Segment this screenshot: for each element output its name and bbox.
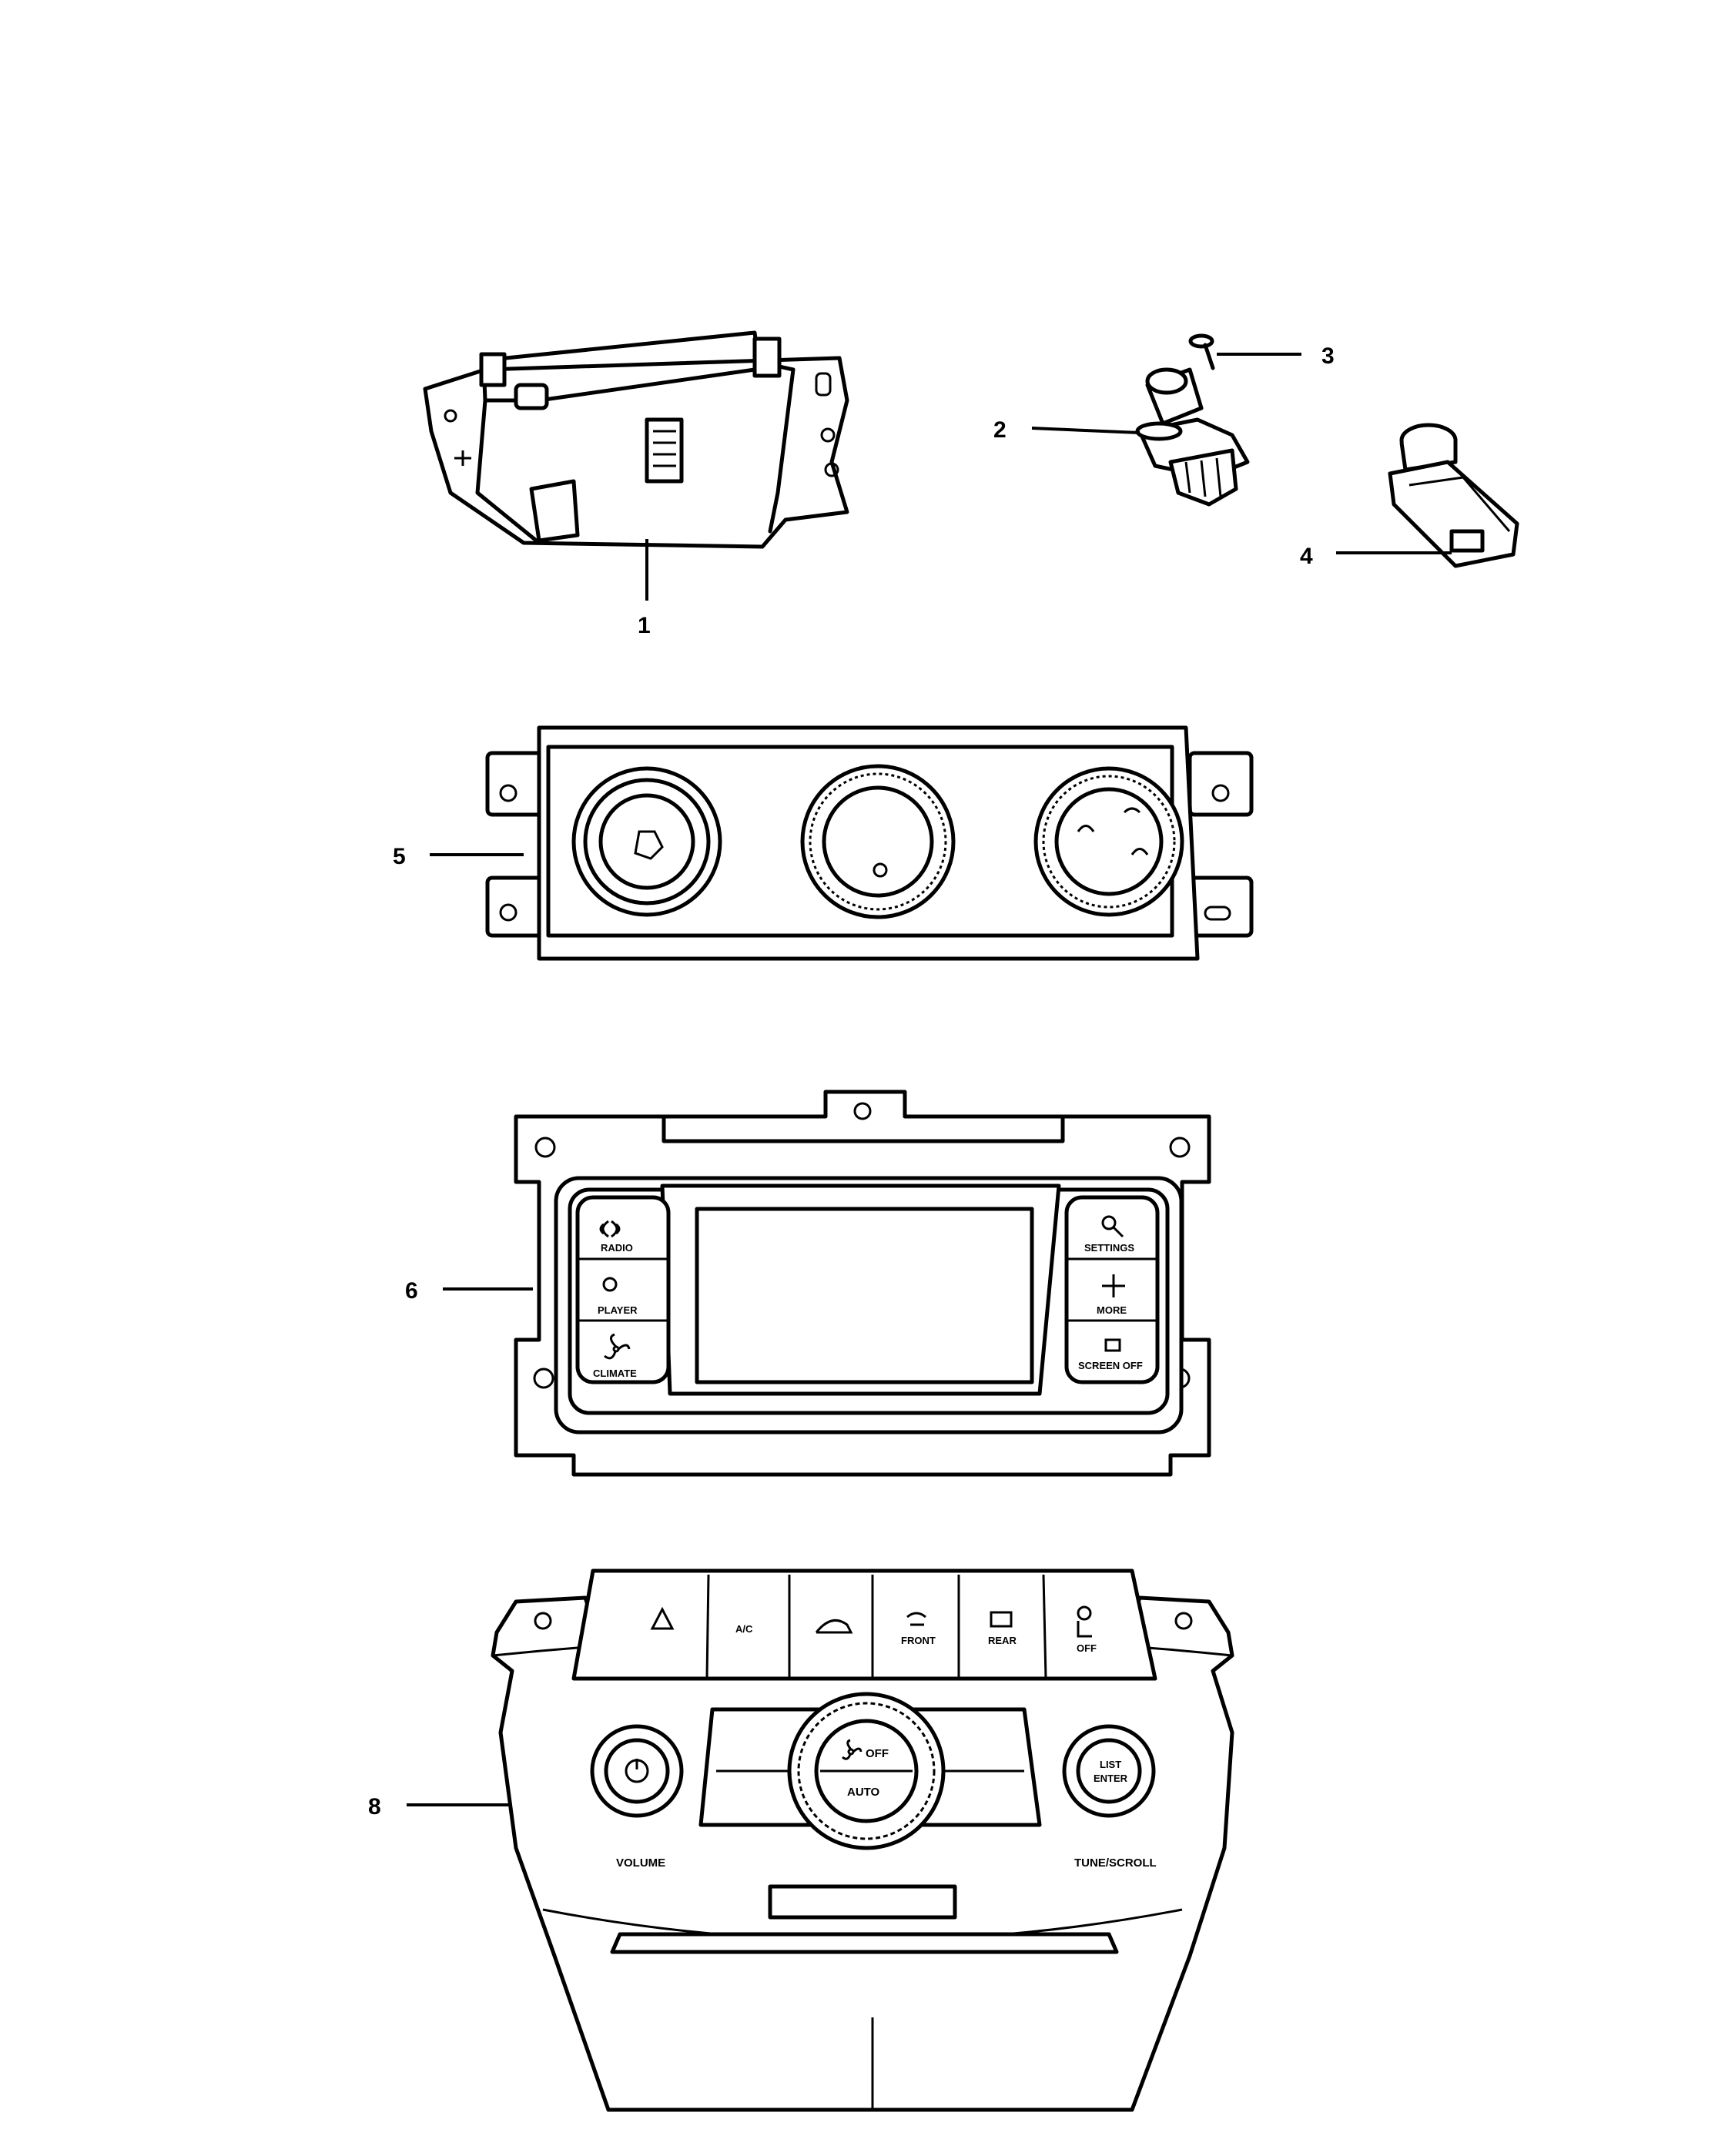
defrost-icon bbox=[906, 1612, 926, 1626]
front-defrost-button[interactable]: FRONT bbox=[901, 1635, 936, 1646]
callout-3: 3 bbox=[1321, 343, 1335, 369]
screen-off-button[interactable]: SCREEN OFF bbox=[1078, 1360, 1143, 1371]
settings-button[interactable]: SETTINGS bbox=[1084, 1242, 1134, 1254]
callout-4: 4 bbox=[1300, 544, 1313, 569]
callout-5: 5 bbox=[393, 844, 406, 869]
part-8-integrated-panel: A/C FRONT REAR OFF OFF AUTO VOLUME LIST … bbox=[491, 1568, 1234, 2112]
callout-1: 1 bbox=[638, 613, 651, 638]
part-5-climate-control bbox=[485, 725, 1254, 961]
rear-defrost-button[interactable]: REAR bbox=[988, 1635, 1017, 1646]
part-3-screw bbox=[1188, 333, 1215, 370]
climate-off-button[interactable]: OFF bbox=[866, 1747, 889, 1760]
part-1-control-module bbox=[423, 330, 849, 549]
part-6-touchscreen-bezel: RADIO PLAYER CLIMATE SETTINGS MORE SCREE… bbox=[514, 1090, 1211, 1477]
fan-icon bbox=[604, 1333, 631, 1360]
part-4-lamp bbox=[1388, 423, 1519, 568]
callout-2: 2 bbox=[993, 417, 1007, 443]
callout-6: 6 bbox=[405, 1278, 418, 1304]
seat-off-button[interactable]: OFF bbox=[1077, 1642, 1097, 1654]
player-button[interactable]: PLAYER bbox=[598, 1304, 638, 1316]
fan-icon bbox=[842, 1739, 862, 1760]
callout-8: 8 bbox=[368, 1794, 381, 1820]
list-enter-button-line2[interactable]: ENTER bbox=[1094, 1773, 1128, 1784]
climate-auto-button[interactable]: AUTO bbox=[847, 1786, 880, 1799]
list-enter-button[interactable]: LIST bbox=[1100, 1759, 1121, 1770]
tune-scroll-label: TUNE/SCROLL bbox=[1074, 1856, 1157, 1870]
climate-button[interactable]: CLIMATE bbox=[593, 1368, 637, 1379]
ac-button[interactable]: A/C bbox=[735, 1623, 753, 1635]
hazard-icon bbox=[650, 1606, 675, 1630]
recirculation-icon bbox=[815, 1619, 853, 1634]
volume-label: VOLUME bbox=[616, 1856, 665, 1870]
radio-button[interactable]: RADIO bbox=[601, 1242, 633, 1254]
part-2-switch bbox=[1135, 367, 1250, 507]
more-button[interactable]: MORE bbox=[1097, 1304, 1127, 1316]
seat-icon bbox=[1077, 1605, 1092, 1638]
